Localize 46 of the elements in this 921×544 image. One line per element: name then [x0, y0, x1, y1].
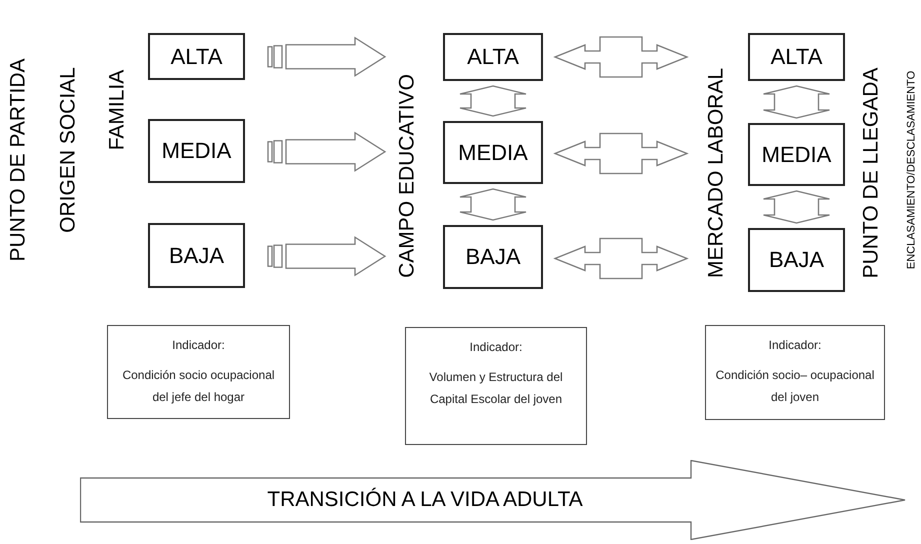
block-arrow — [459, 188, 527, 221]
timeline-label: TRANSICIÓN A LA VIDA ADULTA — [267, 486, 583, 514]
block-arrow — [553, 36, 689, 78]
level-box — [748, 33, 845, 81]
vertical-label: ORIGEN SOCIAL — [58, 67, 78, 233]
level-box — [443, 33, 543, 81]
indicator-box — [705, 325, 885, 420]
block-arrow — [267, 132, 386, 172]
block-arrow — [267, 36, 386, 77]
level-label: ALTA — [467, 46, 519, 68]
vertical-label: FAMILIA — [106, 70, 128, 150]
vertical-label: CAMPO EDUCATIVO — [396, 74, 418, 278]
level-box — [148, 223, 245, 288]
block-arrow — [762, 190, 830, 224]
vertical-label: ENCLASAMIENTO/DESCLASAMIENTO — [906, 70, 918, 270]
level-label: ALTA — [770, 46, 822, 68]
indicator-text: Condición socio ocupacional del jefe del hogar — [121, 367, 276, 406]
level-box — [148, 33, 245, 80]
level-box — [748, 228, 845, 292]
indicator-box — [405, 327, 587, 445]
block-arrow — [267, 236, 386, 276]
indicator-heading: Indicador: — [470, 339, 522, 356]
level-box — [443, 225, 543, 289]
indicator-heading: Indicador: — [172, 337, 225, 354]
block-arrow — [459, 85, 527, 117]
timeline-arrow — [80, 460, 906, 540]
level-label: BAJA — [168, 244, 224, 266]
indicator-box — [107, 325, 290, 419]
indicator-text: Condición socio– ocupacional del joven — [714, 367, 876, 406]
level-box — [748, 123, 845, 186]
block-arrow — [553, 238, 689, 280]
level-label: MEDIA — [162, 140, 232, 162]
level-label: BAJA — [465, 246, 521, 268]
vertical-label: MERCADO LABORAL — [706, 68, 726, 278]
level-box — [443, 121, 543, 184]
vertical-label: PUNTO DE LLEGADA — [860, 68, 882, 278]
level-label: BAJA — [768, 249, 824, 271]
block-arrow — [762, 85, 830, 119]
indicator-heading: Indicador: — [768, 337, 822, 354]
vertical-label: PUNTO DE PARTIDA — [8, 58, 28, 262]
level-box — [148, 119, 245, 183]
level-label: MEDIA — [458, 142, 528, 164]
indicator-text: Volumen y Estructura del Capital Escolar del joven — [428, 369, 564, 408]
level-label: MEDIA — [762, 144, 832, 166]
level-label: ALTA — [170, 46, 222, 68]
block-arrow — [553, 132, 689, 174]
